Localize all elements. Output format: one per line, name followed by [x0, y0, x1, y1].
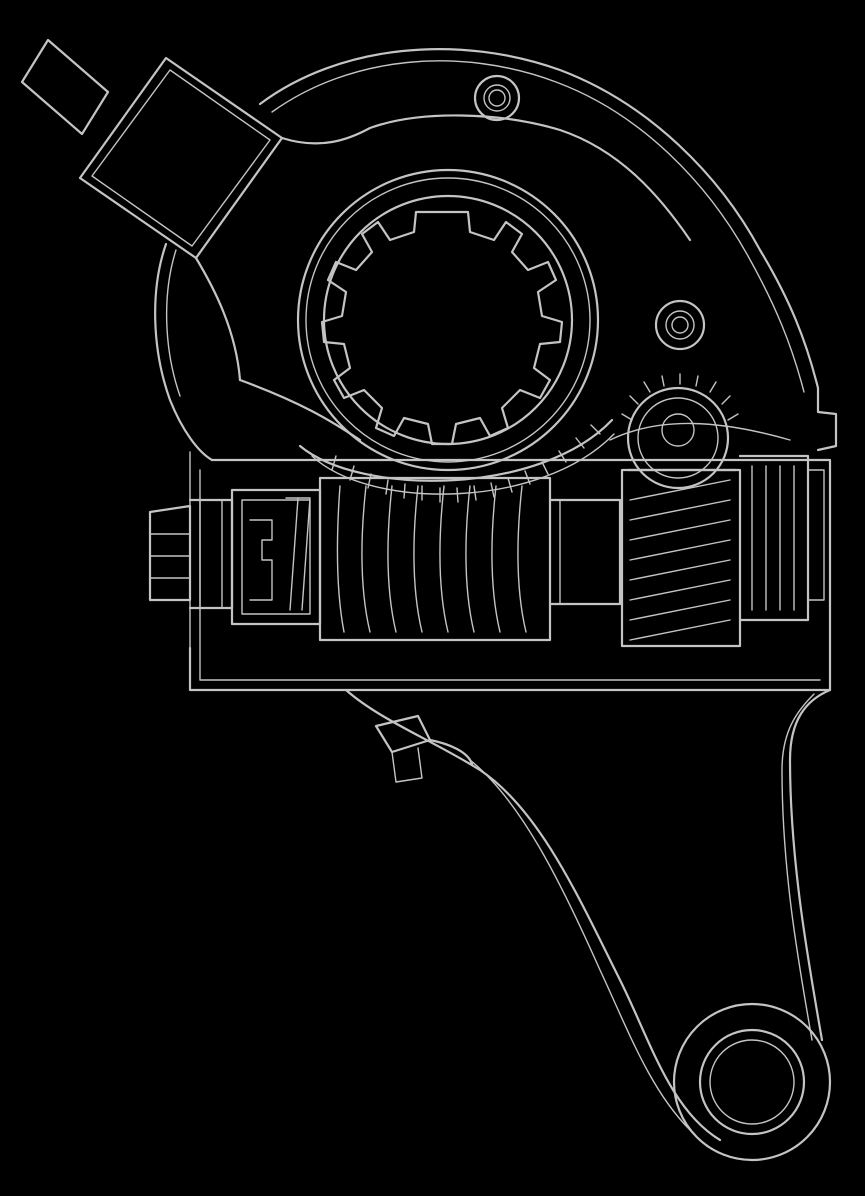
clevis-eye — [672, 1002, 832, 1162]
housing — [154, 48, 838, 692]
worm-gear — [298, 418, 615, 503]
mounting-hole-right — [654, 299, 706, 351]
clutch-spring-right — [620, 454, 825, 648]
splined-gear — [296, 168, 600, 472]
mounting-hole-top — [473, 74, 521, 122]
clutch-spring — [230, 488, 322, 626]
grease-fitting — [374, 714, 474, 783]
control-arm — [20, 38, 284, 382]
lever-arm — [344, 688, 832, 1142]
worm-shaft — [318, 476, 622, 642]
hex-bolt — [148, 498, 234, 610]
